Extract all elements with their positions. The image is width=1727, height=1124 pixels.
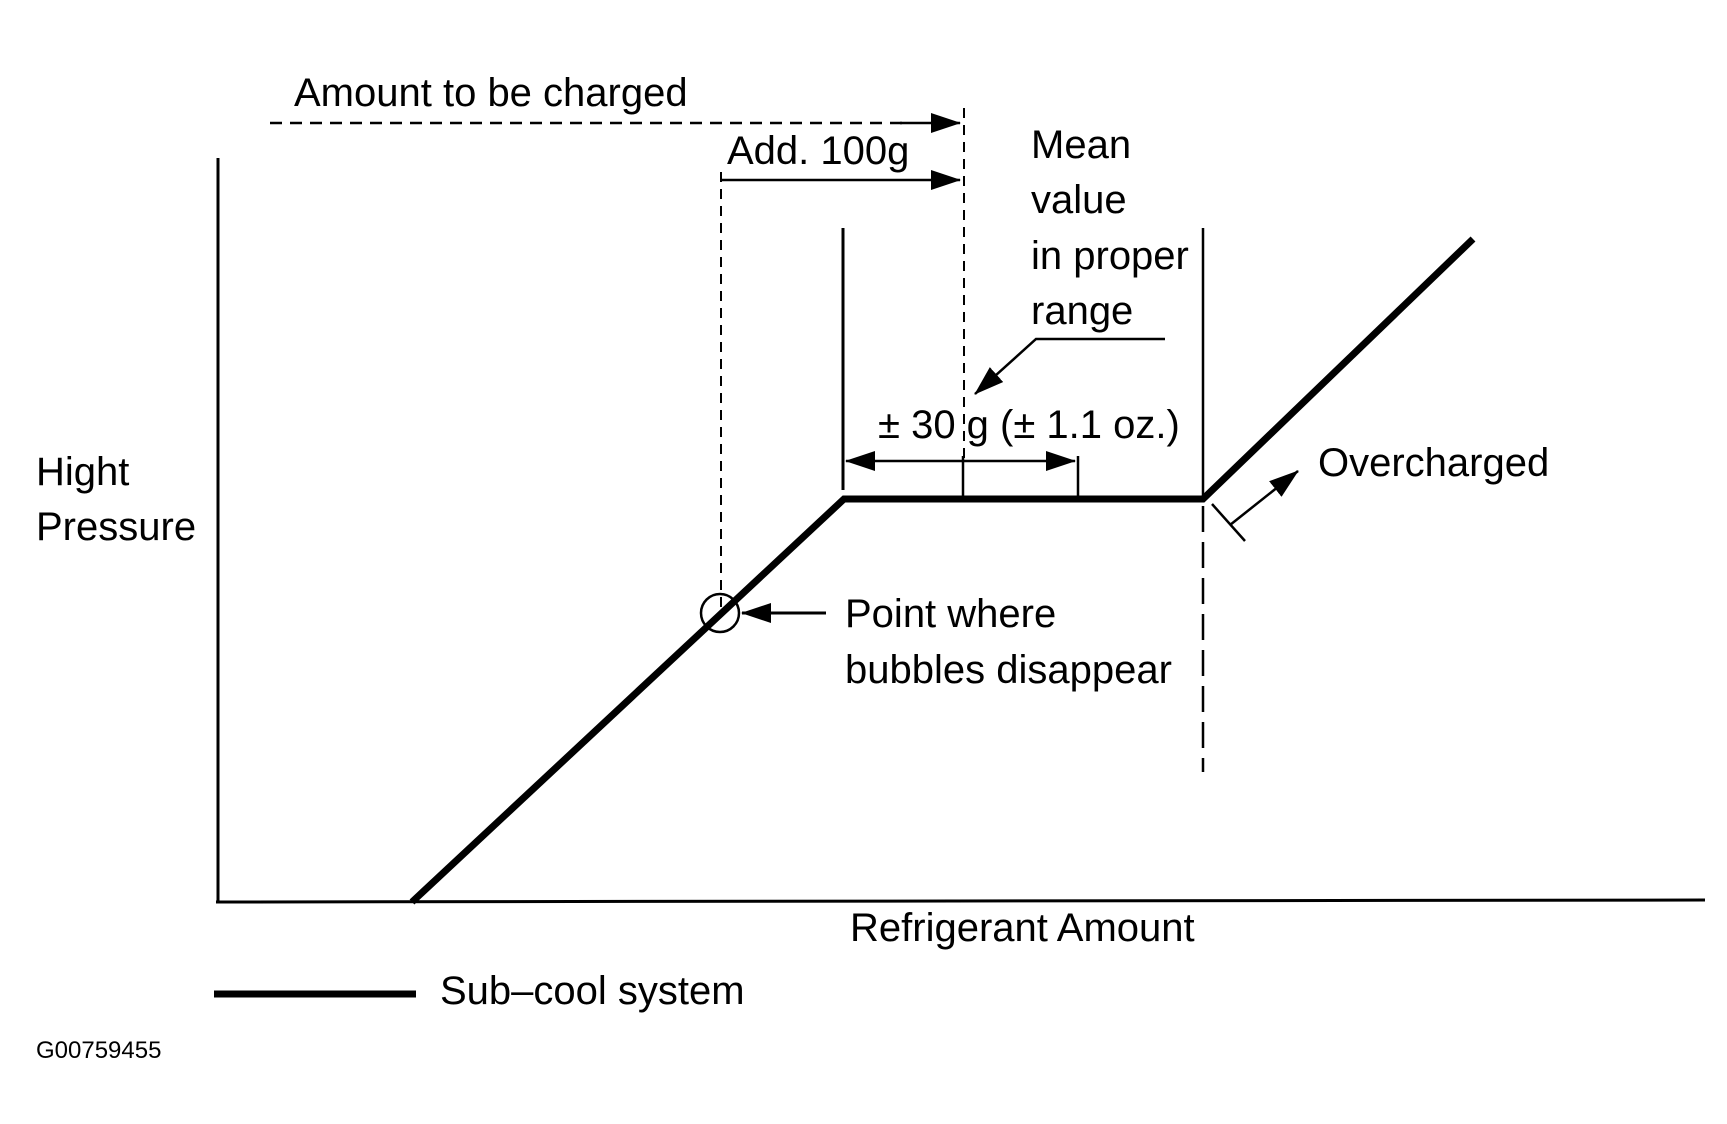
add-100g-label: Add. 100g: [727, 129, 909, 173]
bubble-point-circle: [699, 592, 741, 634]
legend-label: Sub–cool system: [440, 969, 745, 1013]
figure-code: G00759455: [36, 1037, 161, 1064]
mean-value-line-4: range: [1031, 289, 1133, 333]
mean-value-line-3: in proper: [1031, 234, 1189, 278]
x-axis: [215, 898, 1706, 904]
overcharged-tick: [1211, 503, 1246, 542]
amount-to-be-charged-label: Amount to be charged: [294, 71, 688, 115]
y-axis-label-line-2: Pressure: [36, 505, 196, 549]
overcharged-label: Overcharged: [1318, 441, 1549, 485]
mean-value-line-2: value: [1031, 178, 1127, 222]
overcharged-arrow: [1229, 470, 1299, 526]
tolerance-label: ± 30 g (± 1.1 oz.): [878, 403, 1180, 447]
y-axis-label-line-1: Hight: [36, 450, 129, 494]
bubbles-label-line-2: bubbles disappear: [845, 648, 1172, 692]
x-axis-label: Refrigerant Amount: [850, 906, 1195, 950]
bubbles-label-line-1: Point where: [845, 592, 1056, 636]
sub-cool-curve: [409, 236, 1476, 905]
mean-value-line-1: Mean: [1031, 123, 1131, 167]
mean-value-pointer: [974, 337, 1165, 395]
